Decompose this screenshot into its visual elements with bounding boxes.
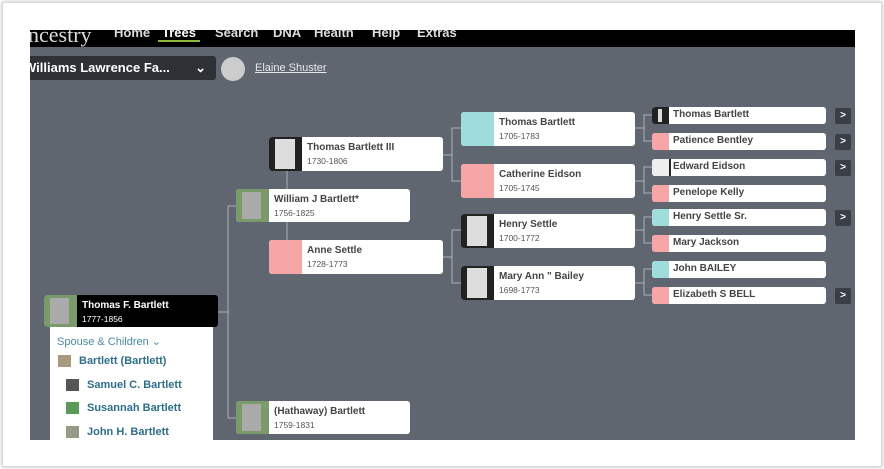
person-photo: [44, 295, 77, 327]
nav-extras[interactable]: Extras: [417, 30, 457, 40]
child-link[interactable]: John H. Bartlett: [66, 426, 169, 439]
nav-home[interactable]: Home: [114, 30, 151, 40]
ancestor-card[interactable]: John BAILEY: [652, 261, 826, 278]
ancestor-card[interactable]: Edward Eidson: [652, 159, 826, 176]
spouse-children-panel: Spouse & Children ⌄ Bartlett (Bartlett) …: [50, 327, 213, 440]
expand-arrow-icon[interactable]: >: [835, 288, 851, 304]
ancestor-card[interactable]: Patience Bentley: [652, 133, 826, 150]
male-silhouette-icon: [461, 112, 494, 146]
person-photo: [236, 189, 269, 222]
nav-dna[interactable]: DNA: [273, 30, 302, 40]
ancestor-card[interactable]: Thomas Bartlett: [652, 107, 826, 124]
female-silhouette-icon: [652, 185, 669, 202]
expand-arrow-icon[interactable]: >: [835, 160, 851, 176]
ancestry-screen: ncestry Home Trees Search DNA Health Hel…: [30, 30, 855, 440]
female-silhouette-icon: [652, 133, 669, 150]
root-person-card[interactable]: Thomas F. Bartlett 1777-1856: [44, 295, 218, 327]
person-photo: [652, 107, 669, 124]
male-silhouette-icon: [652, 261, 669, 278]
female-silhouette-icon: [269, 240, 302, 274]
child-link[interactable]: Susannah Bartlett: [66, 402, 181, 415]
ancestor-card[interactable]: Elizabeth S BELL: [652, 287, 826, 304]
expand-arrow-icon[interactable]: >: [835, 108, 851, 124]
ancestor-card[interactable]: Mary Jackson: [652, 235, 826, 252]
spouse-link[interactable]: Bartlett (Bartlett): [58, 355, 166, 368]
person-photo: [66, 426, 79, 439]
expand-arrow-icon[interactable]: >: [835, 134, 851, 150]
person-dates: 1777-1856: [82, 314, 123, 324]
expand-arrow-icon[interactable]: >: [835, 210, 851, 226]
ancestor-card[interactable]: Penelope Kelly: [652, 185, 826, 202]
tree-selector[interactable]: Williams Lawrence Fa... ⌄: [30, 56, 216, 80]
chevron-down-icon: ⌄: [195, 60, 206, 75]
nav-trees[interactable]: Trees: [158, 30, 200, 42]
connector-lines: [218, 114, 652, 419]
person-photo: [269, 137, 302, 171]
logo[interactable]: ncestry: [30, 30, 92, 47]
child-link[interactable]: Samuel C. Bartlett: [66, 379, 182, 392]
female-silhouette-icon: [652, 235, 669, 252]
male-silhouette-icon: [652, 209, 669, 226]
female-silhouette-icon: [461, 164, 494, 198]
person-photo: [58, 355, 71, 368]
avatar[interactable]: [221, 57, 245, 81]
ancestor-card[interactable]: Henry Settle Sr.: [652, 209, 826, 226]
person-name: Thomas F. Bartlett: [82, 300, 169, 311]
nav-health[interactable]: Health: [314, 30, 354, 40]
person-photo: [236, 401, 269, 434]
person-photo: [461, 214, 494, 248]
person-photo: [652, 159, 671, 176]
person-photo: [461, 266, 494, 300]
female-silhouette-icon: [652, 287, 669, 304]
person-photo: [66, 402, 79, 415]
nav-search[interactable]: Search: [215, 30, 259, 40]
person-photo: [66, 379, 79, 392]
nav-help[interactable]: Help: [372, 30, 401, 40]
spouse-children-toggle[interactable]: Spouse & Children ⌄: [57, 336, 162, 348]
tree-name: Williams Lawrence Fa...: [30, 60, 170, 75]
father-card[interactable]: William J Bartlett*1756-1825: [236, 189, 410, 222]
owner-link[interactable]: Elaine Shuster: [255, 62, 327, 74]
top-nav: ncestry Home Trees Search DNA Health Hel…: [30, 30, 855, 47]
